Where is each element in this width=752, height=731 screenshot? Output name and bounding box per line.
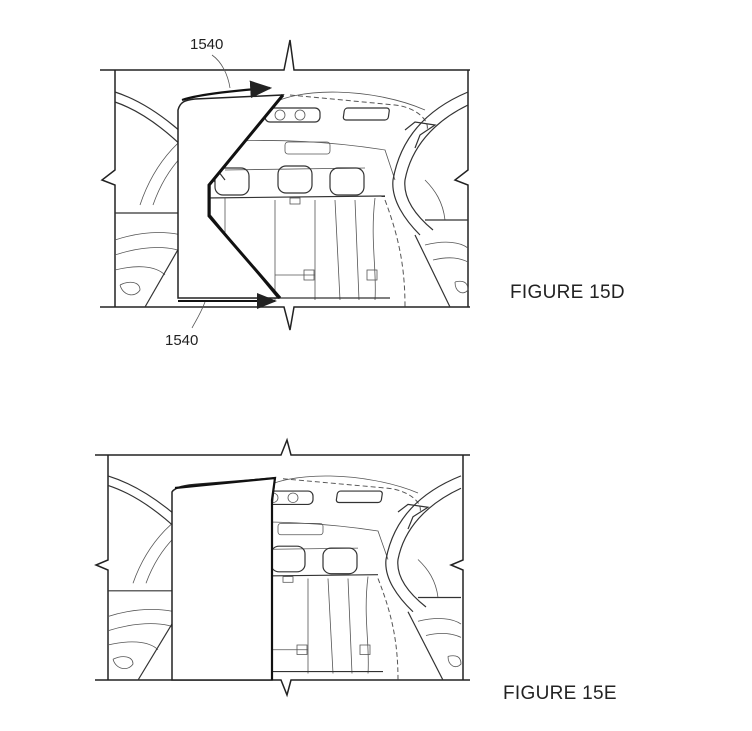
figure-caption-15d: FIGURE 15D bbox=[510, 282, 625, 303]
reference-label-1540-top: 1540 bbox=[190, 36, 224, 53]
figure-15e-drawing bbox=[94, 437, 470, 698]
reference-label-1540-bottom: 1540 bbox=[165, 332, 199, 349]
figure-caption-15e: FIGURE 15E bbox=[503, 683, 617, 704]
figure-15d-drawing bbox=[100, 39, 470, 331]
partition-panel bbox=[177, 94, 285, 299]
motion-arrow-top bbox=[181, 80, 273, 102]
partition-panel-closed bbox=[171, 477, 276, 681]
